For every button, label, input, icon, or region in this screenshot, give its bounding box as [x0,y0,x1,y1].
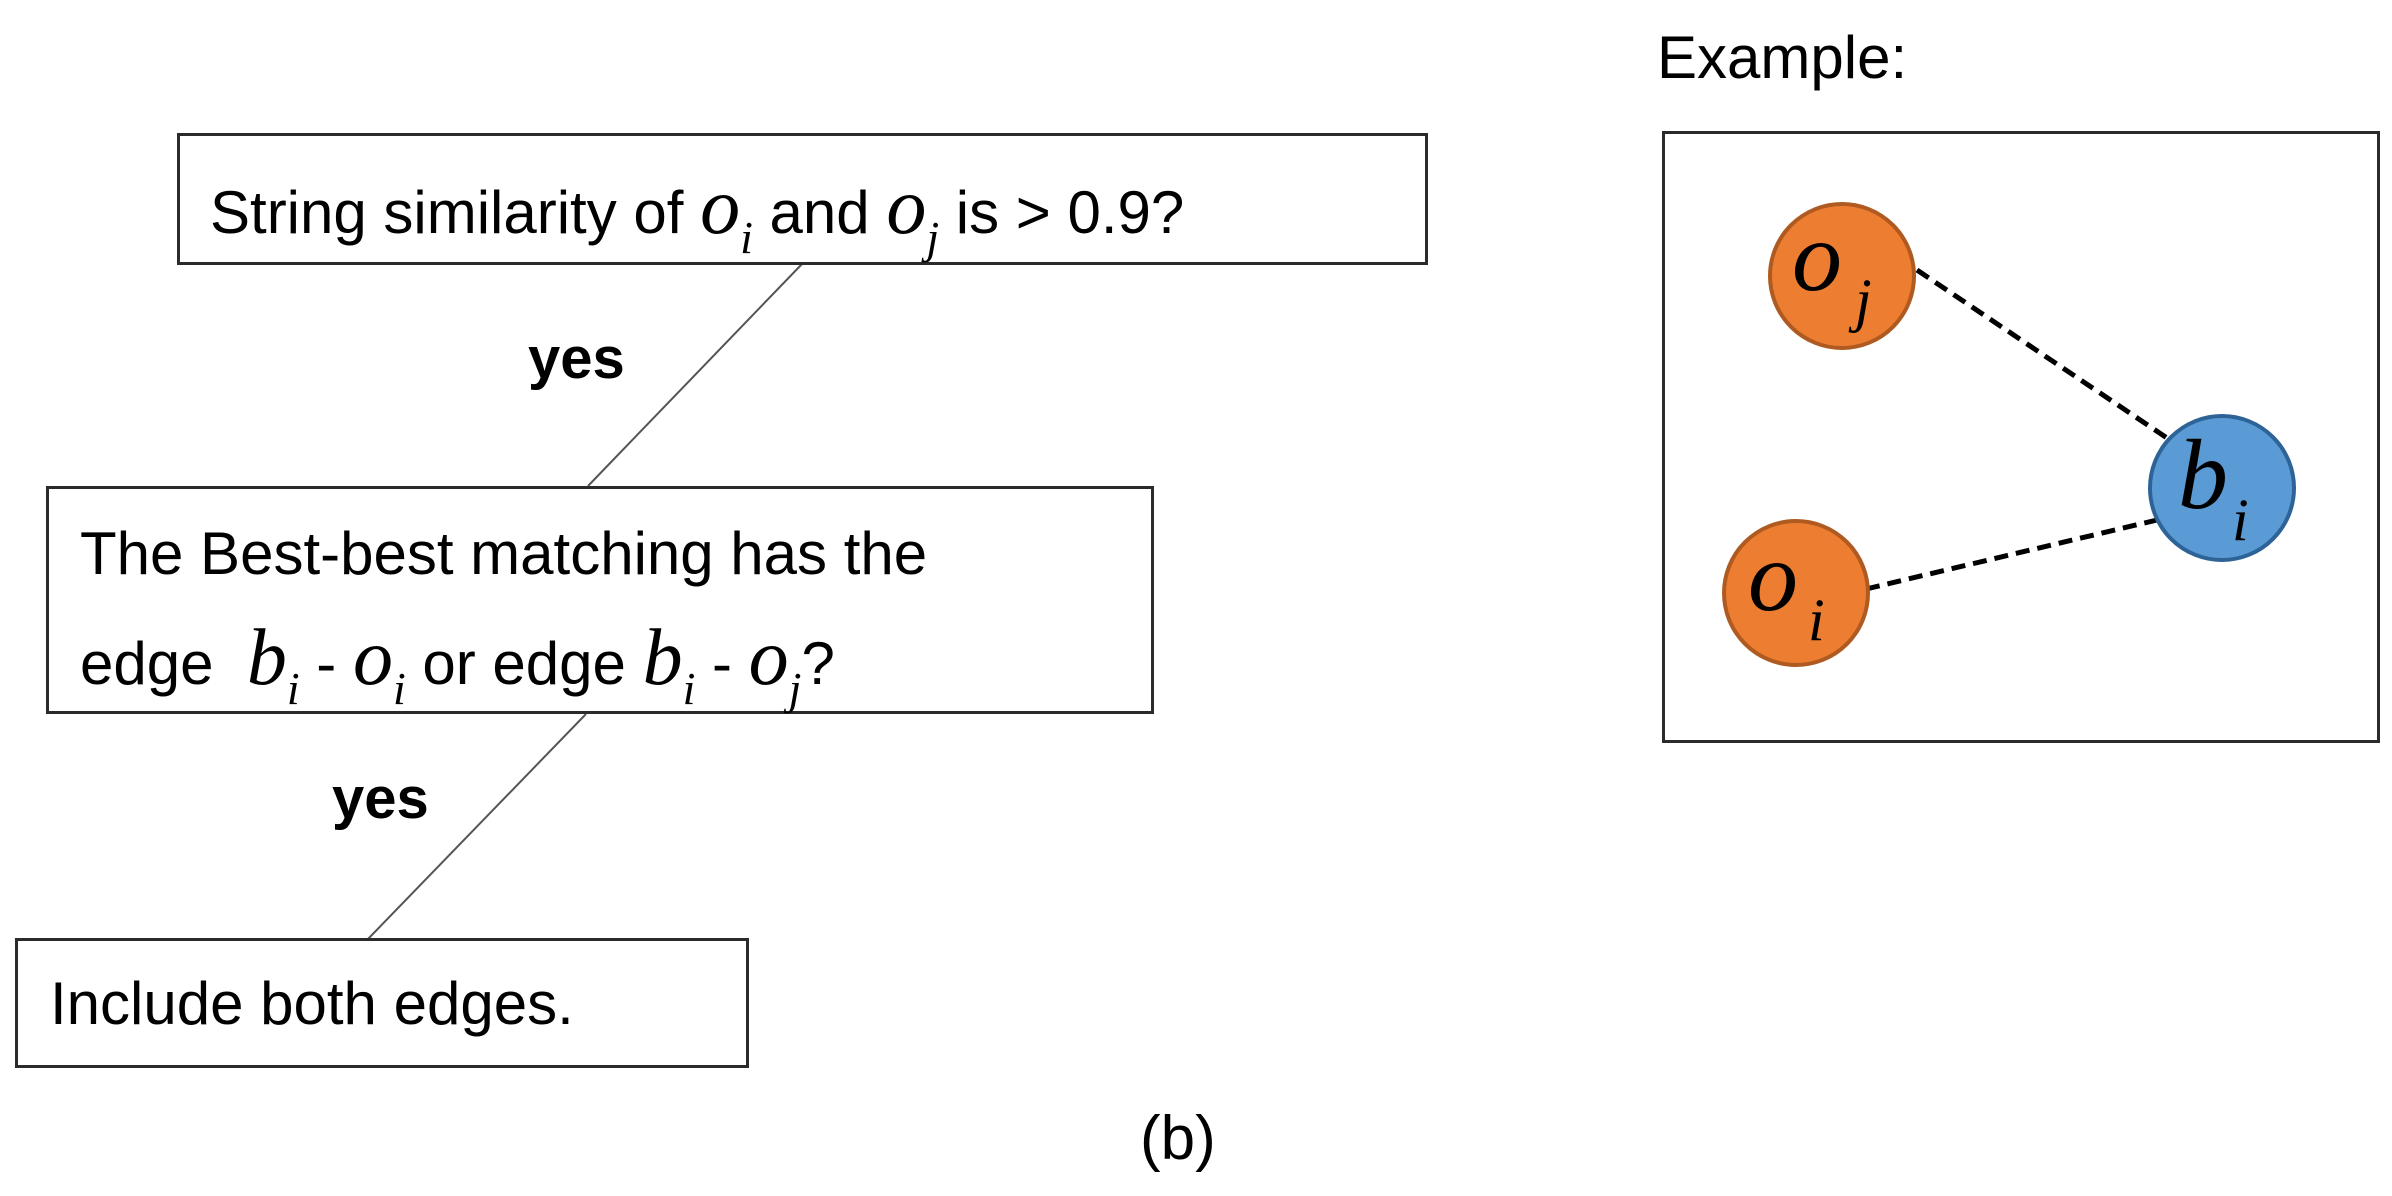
decision-text-string-similarity: String similarity of oi and oj is > 0.9? [210,167,1185,261]
sub-i: i [682,663,696,714]
var-o: o [886,163,927,251]
box2-suffix: ? [801,630,835,697]
example-title: Example: [1657,24,1908,91]
box1-suffix: is > 0.9? [939,179,1185,246]
decision-box-best-best-matching [46,486,1154,714]
box2-line2-prefix: edge [80,630,231,697]
edge-label-yes-2: yes [332,766,429,831]
node-oj: o j [1768,201,1916,350]
sub-j: j [788,663,802,714]
node-oi-sub: i [1808,587,1825,653]
dash: - [695,630,749,697]
sub-j: j [926,212,940,263]
dash: - [299,630,353,697]
var-b: b [642,614,683,702]
sub-i: i [286,663,300,714]
node-oj-letter: o [1792,201,1842,312]
node-bi-letter: b [2178,419,2228,530]
node-bi: b i [2148,414,2296,562]
node-oi: o i [1722,519,1870,667]
result-box-include-both-edges [15,938,749,1068]
node-oi-letter: o [1748,521,1798,632]
connector-box2-box3 [367,713,587,940]
edge-label-yes-1: yes [528,326,625,391]
connector-box1-box2 [587,263,803,487]
var-o: o [352,614,393,702]
decision-text-line2: edge bi - oi or edge bi - oj? [80,618,835,712]
edge-oj-bi [1915,267,2172,443]
var-o: o [700,163,741,251]
box1-mid: and [752,179,887,246]
result-text: Include both edges. [50,970,574,1037]
box2-mid: or edge [405,630,643,697]
box1-prefix: String similarity of [210,179,701,246]
sub-i: i [392,663,406,714]
decision-text-line1: The Best-best matching has the [80,520,928,587]
node-bi-sub: i [2232,487,2249,553]
decision-box-string-similarity [177,133,1428,265]
figure-caption: (b) [1140,1104,1216,1173]
sub-i: i [740,212,753,263]
var-o: o [748,614,789,702]
var-b: b [246,614,287,702]
edge-oi-bi [1865,517,2158,592]
